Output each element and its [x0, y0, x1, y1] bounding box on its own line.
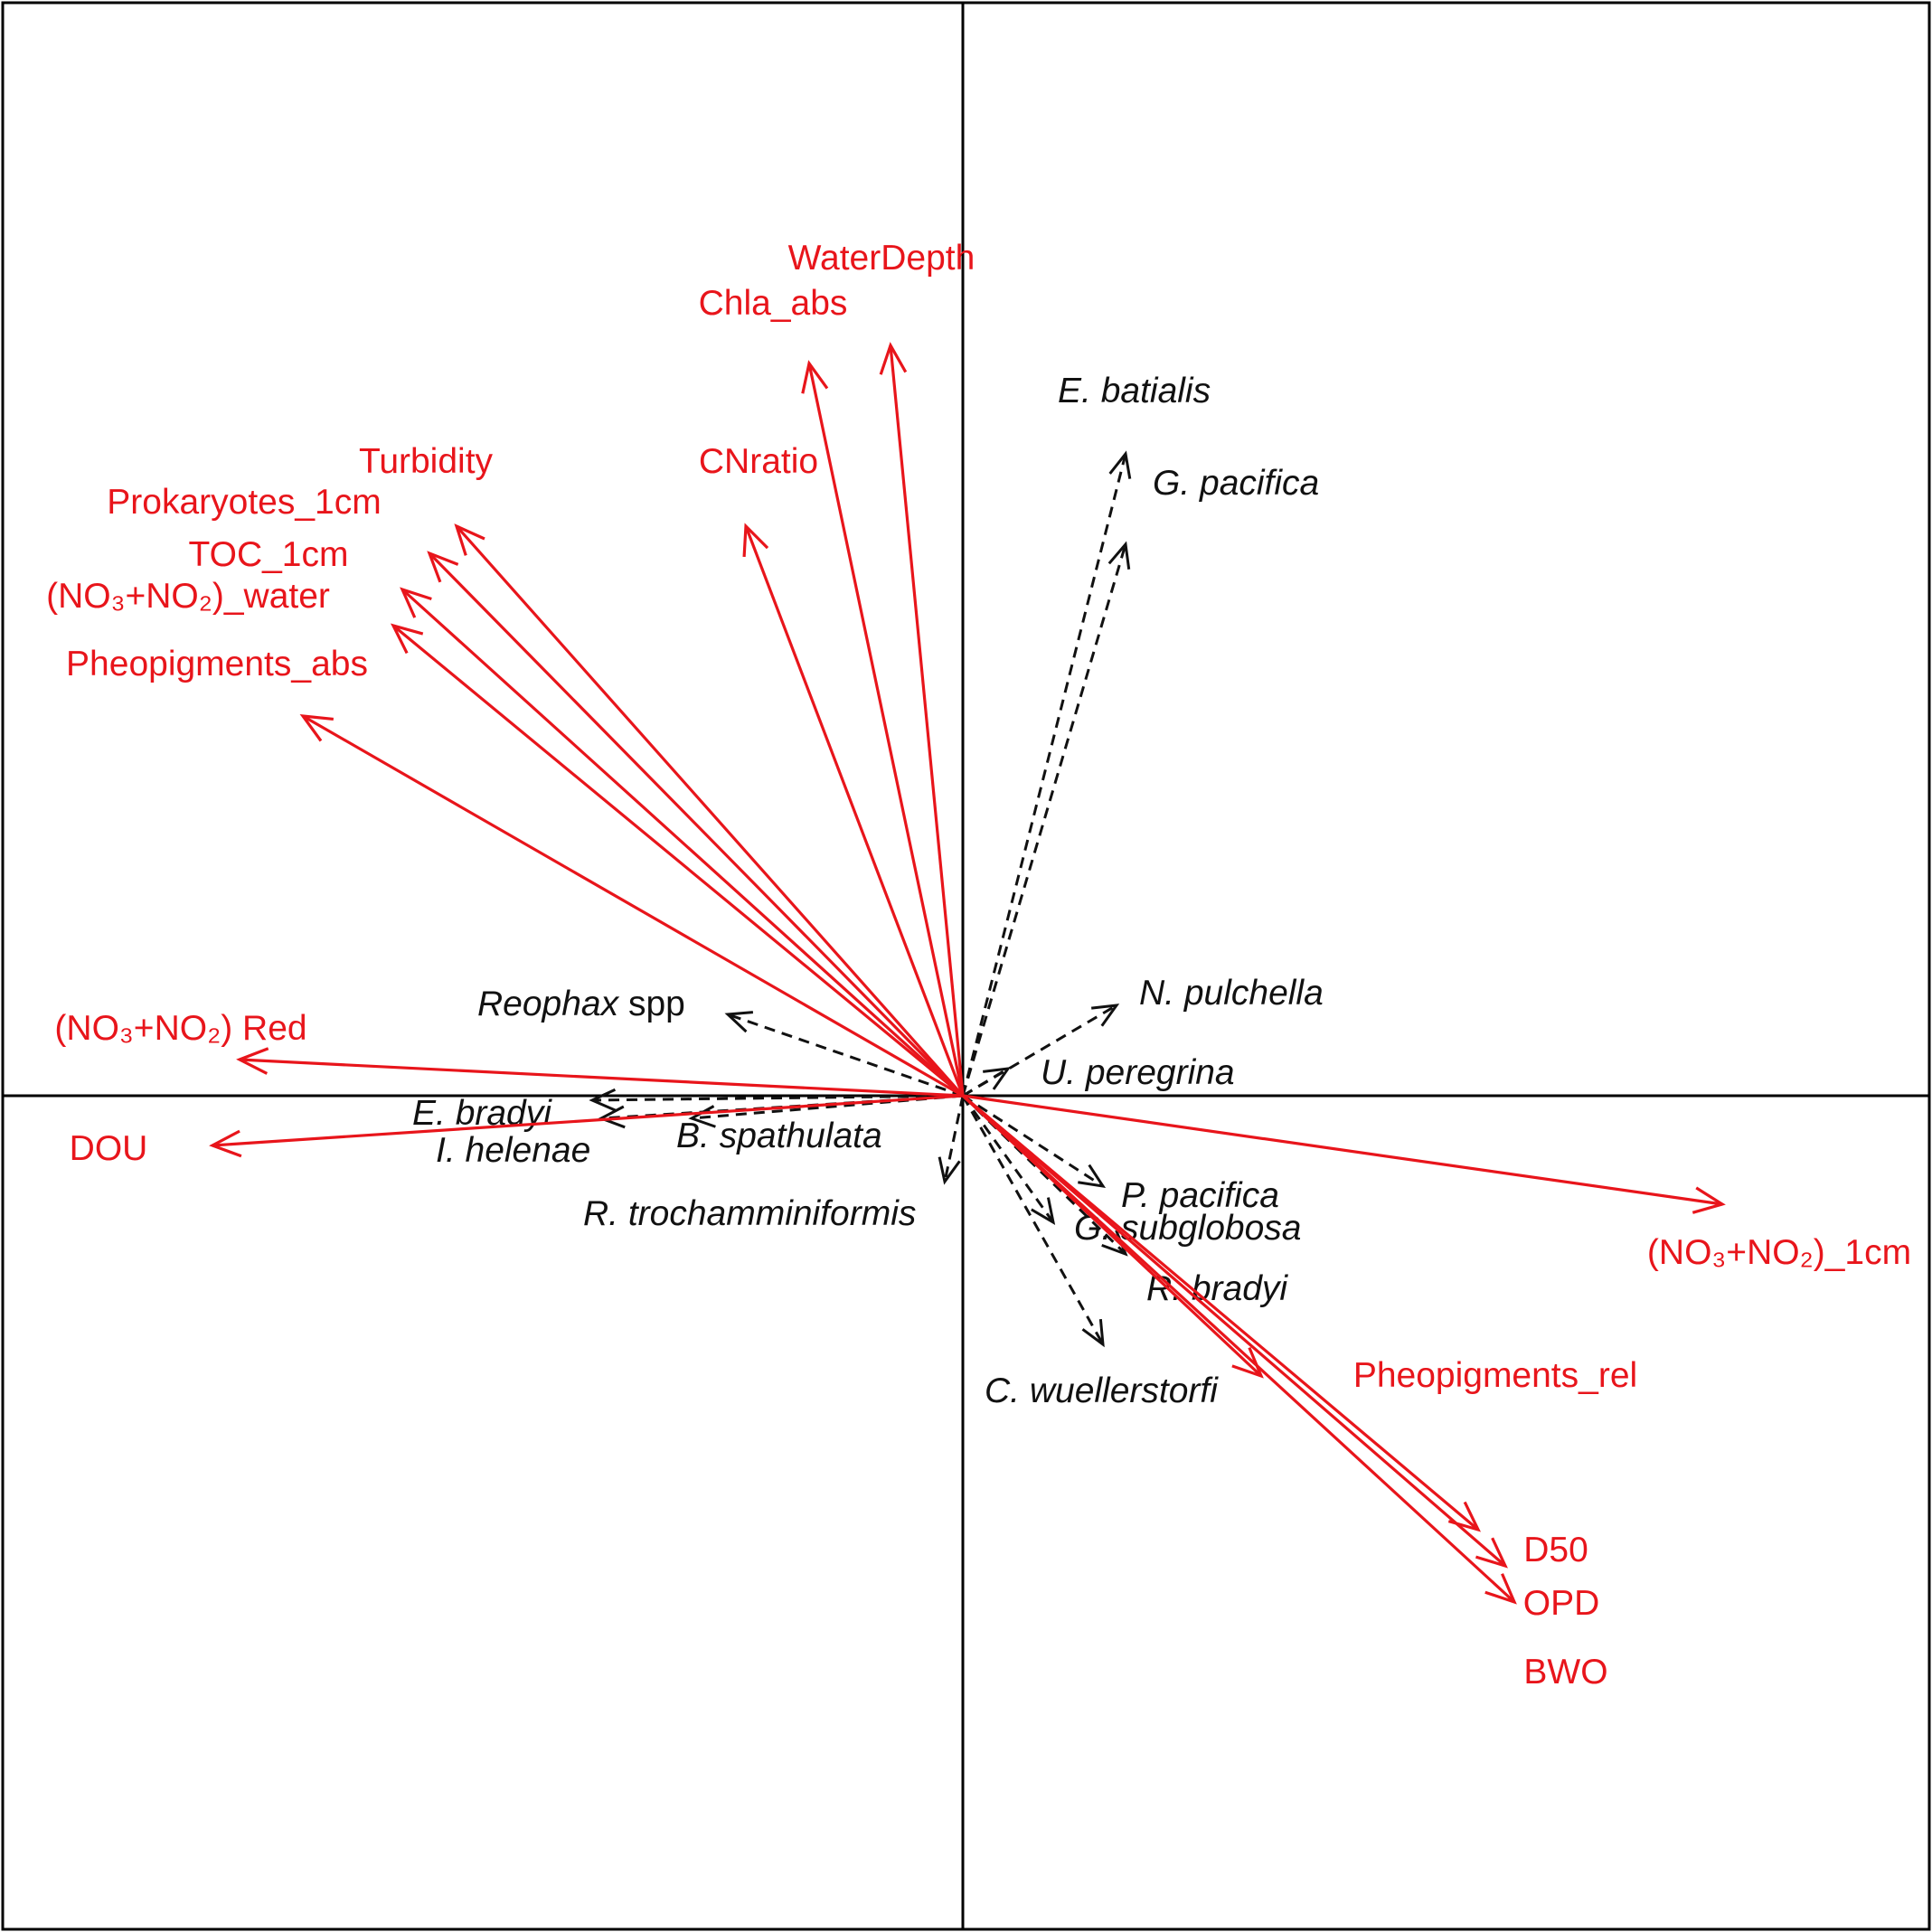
env-label-pheopigments-abs: Pheopigments_abs	[66, 645, 368, 683]
species-arrowhead-p-pacifica	[1078, 1164, 1107, 1188]
env-arrowhead-no-no-1cm	[1692, 1186, 1726, 1214]
env-arrow-d50	[961, 1094, 1480, 1531]
env-label-pheopigments-rel: Pheopigments_rel	[1353, 1356, 1637, 1395]
env-arrow-chla-abs	[807, 363, 965, 1097]
species-label-r-trochamminiformis: R. trochamminiformis	[583, 1194, 916, 1233]
env-arrowhead-no-no-water	[390, 623, 424, 655]
species-arrow-r-trochamminiformis	[943, 1095, 965, 1183]
env-arrow-turbidity	[455, 524, 965, 1098]
species-arrow-c-wuellerstorfi	[961, 1095, 1105, 1345]
env-arrowhead-opd	[1475, 1537, 1508, 1569]
env-arrow-no-no-water	[391, 624, 965, 1098]
env-arrow-waterdepth	[889, 344, 965, 1097]
env-arrow-pheopigments-abs	[302, 714, 964, 1098]
species-label-reophax-spp: Reophax spp	[477, 985, 685, 1023]
species-arrowhead-reophax-spp	[724, 1011, 754, 1033]
species-vectors: E. batialis G. pacifica N. pulchella U. per…	[412, 372, 1324, 1410]
species-arrow-e-bradyi	[591, 1094, 964, 1102]
env-label-opd: OPD	[1523, 1584, 1600, 1623]
species-arrow-n-pulchella	[962, 1004, 1117, 1098]
env-arrow-dou	[212, 1094, 964, 1147]
species-arrowhead-g-pacifica	[1107, 541, 1131, 570]
env-arrowhead-bwo	[1484, 1573, 1517, 1605]
species-arrow-p-pacifica	[962, 1094, 1104, 1188]
env-label-turbidity: Turbidity	[359, 442, 494, 481]
species-arrowhead-e-batialis	[1108, 450, 1132, 479]
species-arrow-g-subglobosa	[961, 1095, 1055, 1223]
env-arrowhead-toc-1cm	[400, 587, 432, 618]
species-label-e-batialis: E. batialis	[1058, 372, 1211, 410]
env-arrow-prokaryotes-1cm	[428, 551, 965, 1098]
env-label-bwo: BWO	[1523, 1653, 1607, 1692]
env-arrowhead-waterdepth	[879, 342, 908, 375]
species-arrowhead-b-spathulata	[688, 1105, 716, 1128]
species-arrowhead-r-trochamminiformis	[938, 1156, 961, 1185]
species-arrowhead-n-pulchella	[1091, 1004, 1120, 1027]
env-arrow-opd	[961, 1094, 1507, 1568]
env-arrowhead-pheopigments-abs	[299, 714, 334, 742]
env-label-d50: D50	[1523, 1531, 1588, 1569]
env-label-toc-1cm: TOC_1cm	[189, 535, 349, 574]
env-label-no-no-1cm: (NO₃+NO₂)_1cm	[1647, 1233, 1911, 1272]
env-label-dou: DOU	[70, 1129, 148, 1168]
species-label-g-pacifica: G. pacifica	[1153, 464, 1319, 503]
species-label-p-pacifica: P. pacifica	[1121, 1176, 1279, 1215]
species-arrowhead-u-peregrina	[983, 1067, 1012, 1090]
species-label-n-pulchella: N. pulchella	[1139, 974, 1324, 1013]
species-arrow-u-peregrina	[962, 1067, 1009, 1098]
species-label-b-spathulata: B. spathulata	[676, 1117, 882, 1155]
env-arrowhead-pheopigments-rel	[1231, 1347, 1264, 1379]
species-arrow-g-pacifica	[961, 543, 1127, 1097]
species-label-g-subglobosa: G. subglobosa	[1074, 1209, 1302, 1248]
env-arrowhead-chla-abs	[801, 360, 829, 394]
env-arrowhead-dou	[209, 1129, 242, 1158]
species-label-u-peregrina: U. peregrina	[1041, 1053, 1235, 1092]
env-arrowhead-turbidity	[454, 523, 485, 556]
env-arrow-no-no-red	[239, 1058, 964, 1098]
env-label-chla-abs: Chla_abs	[699, 284, 848, 323]
species-arrowhead-c-wuellerstorfi	[1081, 1318, 1105, 1348]
env-label-prokaryotes-1cm: Prokaryotes_1cm	[107, 483, 381, 522]
env-arrowhead-prokaryotes-1cm	[427, 551, 459, 583]
env-label-no-no-water: (NO₃+NO₂)_water	[46, 577, 330, 616]
species-arrow-reophax-spp	[727, 1013, 964, 1098]
env-label-cnratio: CNratio	[699, 442, 818, 481]
env-label-waterdepth: WaterDepth	[788, 239, 975, 278]
species-arrowhead-g-subglobosa	[1031, 1197, 1056, 1225]
env-arrow-toc-1cm	[401, 588, 965, 1098]
species-label-c-wuellerstorfi: C. wuellerstorfi	[985, 1371, 1219, 1410]
species-arrowhead-e-bradyi	[589, 1088, 617, 1112]
env-arrow-no-no-1cm	[962, 1094, 1723, 1206]
species-arrow-e-batialis	[961, 453, 1127, 1097]
env-arrowhead-no-no-red	[236, 1047, 269, 1075]
env-arrowhead-cnratio	[742, 523, 769, 558]
species-label-i-helenae: I. helenae	[436, 1131, 590, 1170]
env-arrow-bwo	[961, 1094, 1516, 1604]
env-label-no-no-red: (NO₃+NO₂) Red	[54, 1009, 306, 1048]
env-arrow-cnratio	[744, 525, 965, 1097]
